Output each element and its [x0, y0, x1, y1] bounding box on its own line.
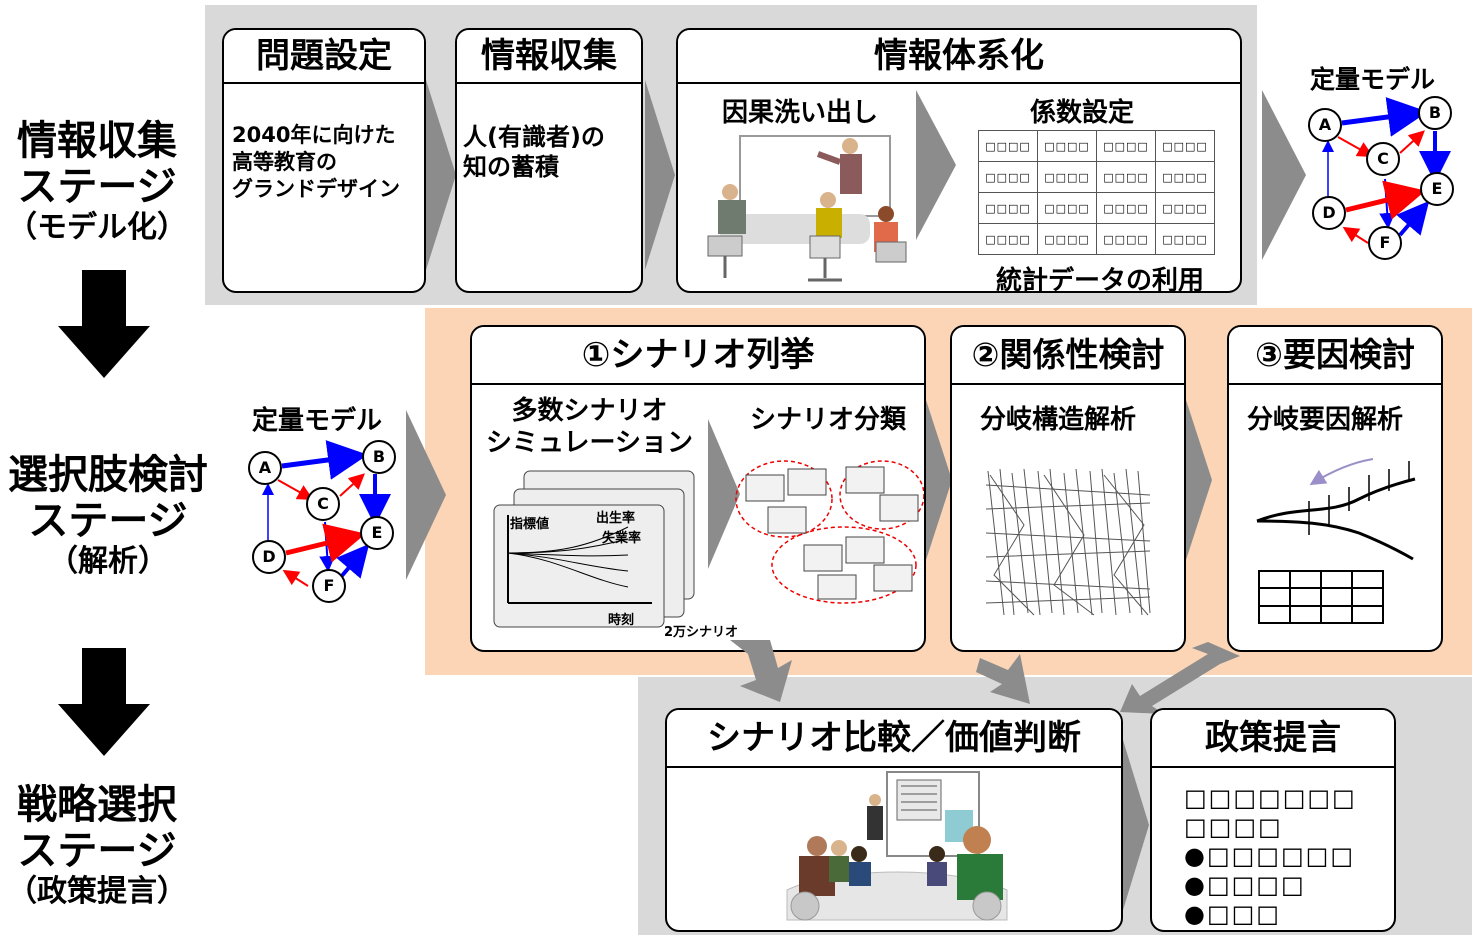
branch-structure-label: 分岐構造解析: [980, 405, 1137, 435]
node-e: E: [1420, 172, 1454, 206]
relation-title: ②関係性検討: [952, 327, 1184, 385]
branch-factor-illustration: [1256, 458, 1416, 624]
info-collect-box: 情報収集 人(有識者)の 知の蓄積: [455, 28, 643, 293]
quant-model-label-mid: 定量モデル: [252, 406, 383, 436]
branch-structure-illustration: [985, 468, 1151, 616]
indicator-label: 指標値: [510, 517, 550, 532]
info-system-box: 情報体系化 因果洗い出し 係数設定 □□□□□□□□□□□□□□□□ □□□□□…: [676, 28, 1242, 293]
causal-extraction-label: 因果洗い出し: [722, 98, 879, 128]
scenario-cluster-illustration: [735, 460, 924, 604]
policy-title: 政策提言: [1152, 710, 1394, 768]
node-c: C: [1366, 142, 1400, 176]
node-a: A: [248, 451, 282, 485]
chevron-arrow-icon: [1123, 740, 1149, 910]
problem-setting-title: 問題設定: [224, 30, 424, 84]
info-system-title: 情報体系化: [678, 30, 1240, 84]
node-f: F: [1368, 226, 1402, 260]
quant-model-graph-top: [1322, 97, 1451, 244]
time-label: 時刻: [608, 613, 635, 628]
stage-option: 選択肢検討 ステージ （解析）: [8, 452, 208, 579]
presentation-illustration: [786, 771, 1008, 921]
scenario-enum-title: ①シナリオ列挙: [472, 327, 924, 385]
chevron-arrow-icon: [916, 90, 956, 240]
node-c: C: [306, 487, 340, 521]
node-d: D: [1312, 196, 1346, 230]
down-arrow-icon: [58, 648, 150, 756]
down-arrow-icon: [58, 270, 150, 378]
coefficient-table: □□□□□□□□□□□□□□□□ □□□□□□□□□□□□□□□□ □□□□□□…: [978, 130, 1215, 255]
node-e: E: [360, 516, 394, 550]
scenario-compare-box: シナリオ比較／価値判断: [665, 708, 1123, 932]
flow-arrows: [730, 640, 1240, 714]
policy-line: □□□□□□□: [1184, 784, 1357, 812]
chevron-arrow-icon: [1186, 400, 1212, 560]
node-f: F: [312, 569, 346, 603]
chevron-arrow-icon: [1262, 90, 1306, 260]
policy-line: ●□□□: [1184, 900, 1281, 928]
policy-line: □□□□: [1184, 813, 1283, 841]
scenario-count-label: 2万シナリオ: [664, 625, 739, 640]
chevron-arrow-icon: [926, 400, 952, 560]
statistics-usage-label: 統計データの利用: [996, 266, 1205, 293]
problem-setting-box: 問題設定 2040年に向けた 高等教育の グランドデザイン: [222, 28, 426, 293]
quant-model-label-top: 定量モデル: [1310, 65, 1436, 94]
node-d: D: [252, 540, 286, 574]
chevron-arrow-icon: [708, 419, 740, 569]
scenario-compare-title: シナリオ比較／価値判断: [667, 710, 1121, 768]
policy-line: ●□□□□□□: [1184, 842, 1355, 870]
meeting-illustration: [707, 135, 907, 282]
stage-info: 情報収集 ステージ （モデル化）: [7, 118, 187, 245]
info-collect-body: 人(有識者)の 知の蓄積: [463, 123, 605, 181]
scenario-chart-stack: [493, 470, 695, 628]
quant-model-graph-mid: [262, 440, 391, 587]
scenario-enum-box: ①シナリオ列挙 多数シナリオ シミュレーション シナリオ分類 指標値 出生率 失…: [470, 325, 926, 652]
node-b: B: [362, 440, 396, 474]
node-b: B: [1418, 96, 1452, 130]
chevron-arrow-icon: [426, 80, 456, 270]
multi-scenario-sim-label: 多数シナリオ シミュレーション: [486, 396, 693, 458]
problem-setting-body: 2040年に向けた 高等教育の グランドデザイン: [232, 123, 400, 201]
policy-list: □□□□□□□ □□□□ ●□□□□□□ ●□□□□ ●□□□: [1184, 784, 1357, 929]
stage-strategy: 戦略選択 ステージ （政策提言）: [7, 782, 187, 909]
factor-title: ③要因検討: [1229, 327, 1441, 385]
policy-line: ●□□□□: [1184, 871, 1306, 899]
birth-rate-label: 出生率: [596, 511, 636, 526]
branch-factor-label: 分岐要因解析: [1247, 405, 1404, 435]
policy-box: 政策提言 □□□□□□□ □□□□ ●□□□□□□ ●□□□□ ●□□□: [1150, 708, 1396, 932]
scenario-classify-label: シナリオ分類: [750, 405, 907, 435]
factor-box: ③要因検討 分岐要因解析: [1227, 325, 1443, 652]
coefficient-setting-label: 係数設定: [1030, 98, 1135, 128]
relation-box: ②関係性検討 分岐構造解析: [950, 325, 1186, 652]
node-a: A: [1308, 108, 1342, 142]
chevron-arrow-icon: [645, 80, 675, 270]
chevron-arrow-icon: [406, 410, 446, 580]
info-collect-title: 情報収集: [457, 30, 641, 84]
unemployment-label: 失業率: [602, 531, 642, 546]
